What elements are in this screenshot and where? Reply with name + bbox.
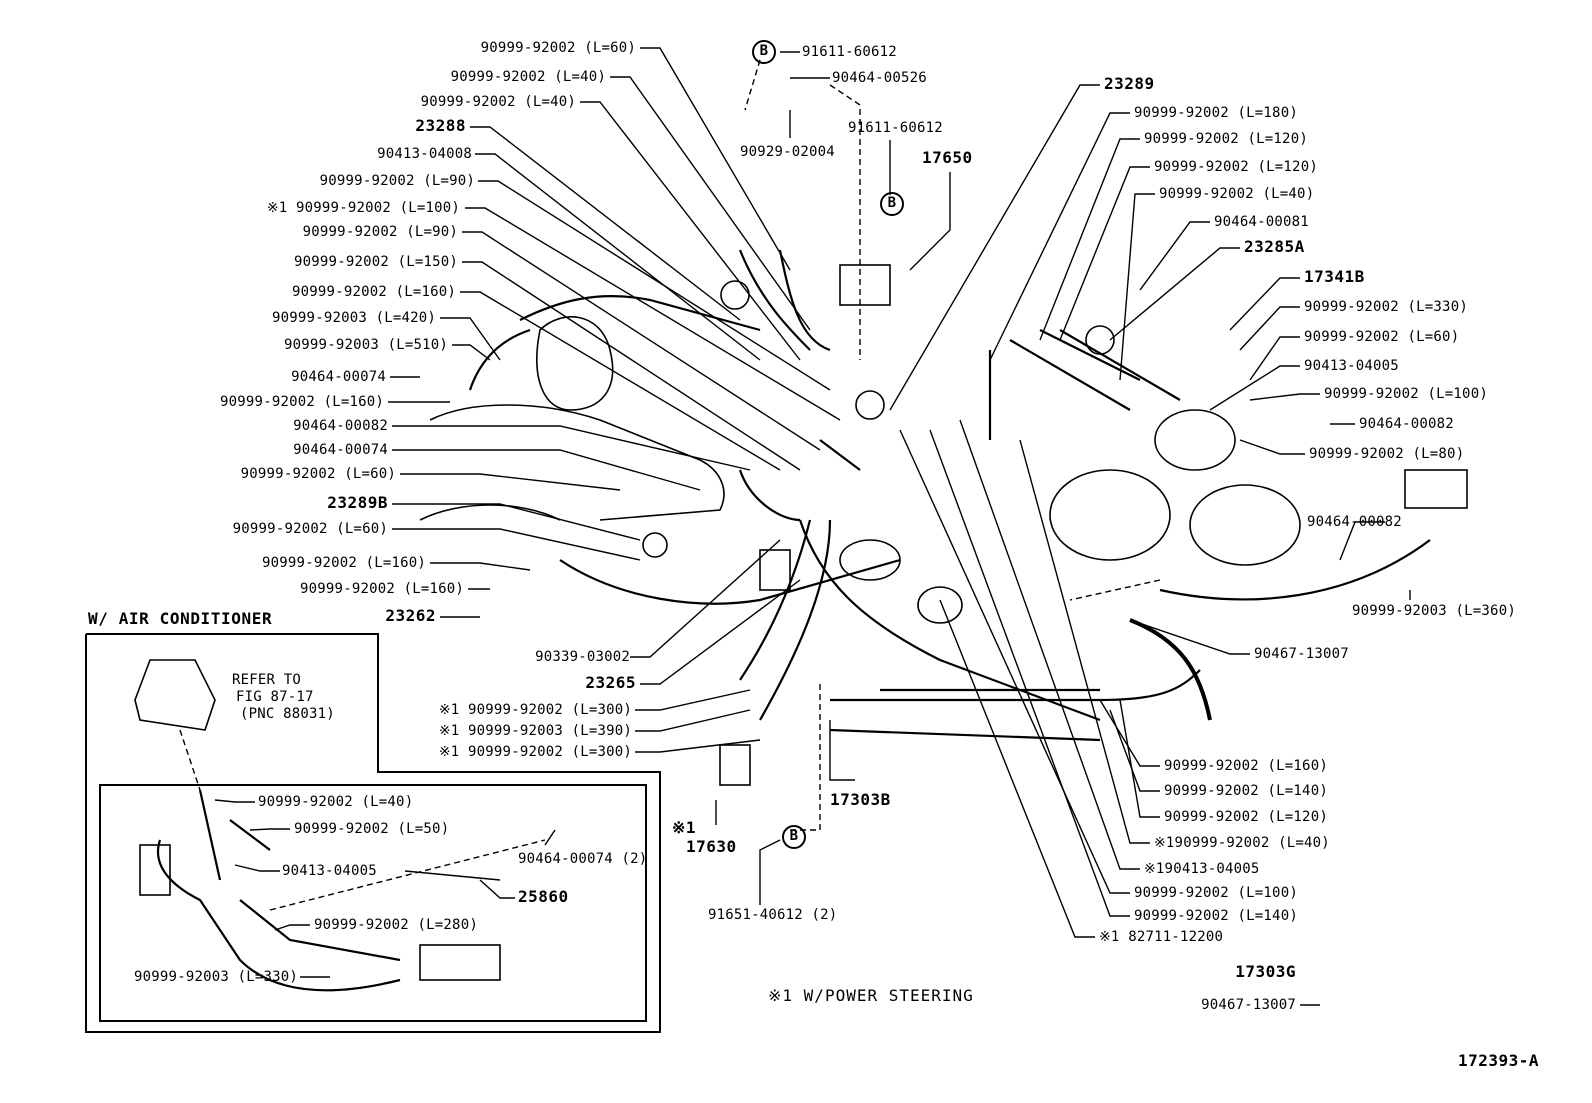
part-label: 90999-92002 (L=100)	[1324, 386, 1488, 402]
part-label: 25860	[518, 887, 569, 906]
part-label: 90467-13007	[1254, 646, 1349, 662]
part-label: 90999-92002 (L=60)	[480, 40, 636, 56]
ref-badge-b: B	[880, 192, 904, 216]
part-label: 90999-92002 (L=120)	[1144, 131, 1308, 147]
part-label: 90999-92002 (L=160)	[262, 555, 426, 571]
refer-note: FIG 87-17	[236, 689, 314, 705]
part-label: 23288	[415, 116, 466, 135]
part-label: 90999-92002 (L=40)	[420, 94, 576, 110]
part-label: 17341B	[1304, 267, 1365, 286]
part-label: 90999-92002 (L=140)	[1164, 783, 1328, 799]
part-label: 90929-02004	[740, 144, 835, 160]
part-label: 23289B	[327, 493, 388, 512]
part-label: ※1 90999-92003 (L=390)	[438, 723, 632, 739]
ref-badge-b: B	[782, 825, 806, 849]
part-label: 90999-92002 (L=40)	[258, 794, 414, 810]
part-label: 91611-60612	[802, 44, 897, 60]
part-label: ※1 82711-12200	[1099, 929, 1224, 945]
part-label: ※1 90999-92002 (L=300)	[438, 744, 632, 760]
part-label: 90999-92002 (L=280)	[314, 917, 478, 933]
part-label: 90999-92002 (L=120)	[1154, 159, 1318, 175]
part-label: 91611-60612	[848, 120, 943, 136]
part-label: 23289	[1104, 74, 1155, 93]
part-label: ※190999-92002 (L=40)	[1154, 835, 1330, 851]
part-label: 90999-92002 (L=160)	[300, 581, 464, 597]
part-label: 90999-92002 (L=40)	[450, 69, 606, 85]
part-label: 90999-92002 (L=90)	[302, 224, 458, 240]
part-label: 90999-92002 (L=120)	[1164, 809, 1328, 825]
part-label: 90999-92002 (L=330)	[1304, 299, 1468, 315]
part-label: 90413-04008	[377, 146, 472, 162]
part-label: 90999-92002 (L=140)	[1134, 908, 1298, 924]
part-label: 90999-92002 (L=180)	[1134, 105, 1298, 121]
part-label: 17303G	[1235, 962, 1296, 981]
part-label: 17650	[922, 148, 973, 167]
part-label: 90999-92003 (L=360)	[1352, 603, 1516, 619]
part-label: 23262	[385, 606, 436, 625]
part-label: 90464-00074	[291, 369, 386, 385]
part-label: 90999-92002 (L=160)	[1164, 758, 1328, 774]
part-label: 91651-40612 (2)	[708, 907, 838, 923]
part-label: 90464-00074 (2)	[518, 851, 648, 867]
part-label: 90413-04005	[282, 863, 377, 879]
refer-note: REFER TO	[232, 672, 302, 688]
part-label: 90999-92002 (L=50)	[294, 821, 450, 837]
part-label: ※190413-04005	[1144, 861, 1260, 877]
part-label: 90999-92002 (L=100)	[1134, 885, 1298, 901]
part-label: 90999-92002 (L=40)	[1159, 186, 1315, 202]
part-label: 90339-03002	[535, 649, 630, 665]
part-label: 90999-92003 (L=330)	[134, 969, 298, 985]
part-label: 90464-00081	[1214, 214, 1309, 230]
part-label: 90999-92002 (L=160)	[292, 284, 456, 300]
part-label: 90999-92002 (L=80)	[1309, 446, 1465, 462]
part-label: 90464-00082	[293, 418, 388, 434]
part-label: 90464-00082	[1359, 416, 1454, 432]
part-label: 90999-92002 (L=160)	[220, 394, 384, 410]
ref-badge-b: B	[752, 40, 776, 64]
part-label: 90413-04005	[1304, 358, 1399, 374]
part-label: 90999-92002 (L=150)	[294, 254, 458, 270]
part-label: 90999-92002 (L=60)	[240, 466, 396, 482]
part-label: 17303B	[830, 790, 891, 809]
figure-code: 172393-A	[1458, 1051, 1540, 1070]
part-label: 90999-92003 (L=420)	[272, 310, 436, 326]
part-label: ※1	[672, 818, 697, 837]
part-label: 90464-00082	[1307, 514, 1402, 530]
part-label: 90999-92002 (L=90)	[319, 173, 475, 189]
part-label: 90467-13007	[1201, 997, 1296, 1013]
part-label: 90464-00526	[832, 70, 927, 86]
part-label: ※1 90999-92002 (L=300)	[438, 702, 632, 718]
part-label: 17630	[686, 837, 737, 856]
part-label: 90999-92002 (L=60)	[232, 521, 388, 537]
part-label: 23265	[585, 673, 636, 692]
inset-title: W/ AIR CONDITIONER	[88, 609, 273, 628]
refer-note: (PNC 88031)	[240, 706, 335, 722]
part-label: 90999-92003 (L=510)	[284, 337, 448, 353]
part-label: 23285A	[1244, 237, 1305, 256]
part-label: ※1 90999-92002 (L=100)	[266, 200, 460, 216]
part-label: 90999-92002 (L=60)	[1304, 329, 1460, 345]
part-label: 90464-00074	[293, 442, 388, 458]
footnote: ※1 W/POWER STEERING	[768, 986, 974, 1005]
